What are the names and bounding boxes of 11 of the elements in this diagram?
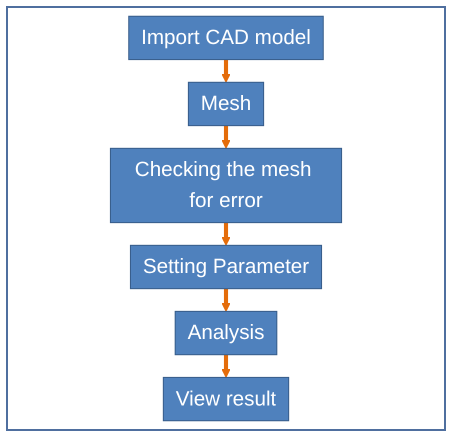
arrow [221, 354, 231, 378]
arrow [221, 125, 231, 149]
process-box: Setting Parameter [130, 244, 322, 290]
arrow [221, 222, 231, 246]
process-box: Import CAD model [128, 16, 324, 60]
process-box: Mesh [188, 82, 264, 126]
process-box: View result [162, 376, 290, 422]
arrow [221, 59, 231, 83]
process-box: Checking the mesh for error [110, 148, 342, 224]
process-box: Analysis [174, 310, 278, 356]
arrow [221, 288, 231, 312]
